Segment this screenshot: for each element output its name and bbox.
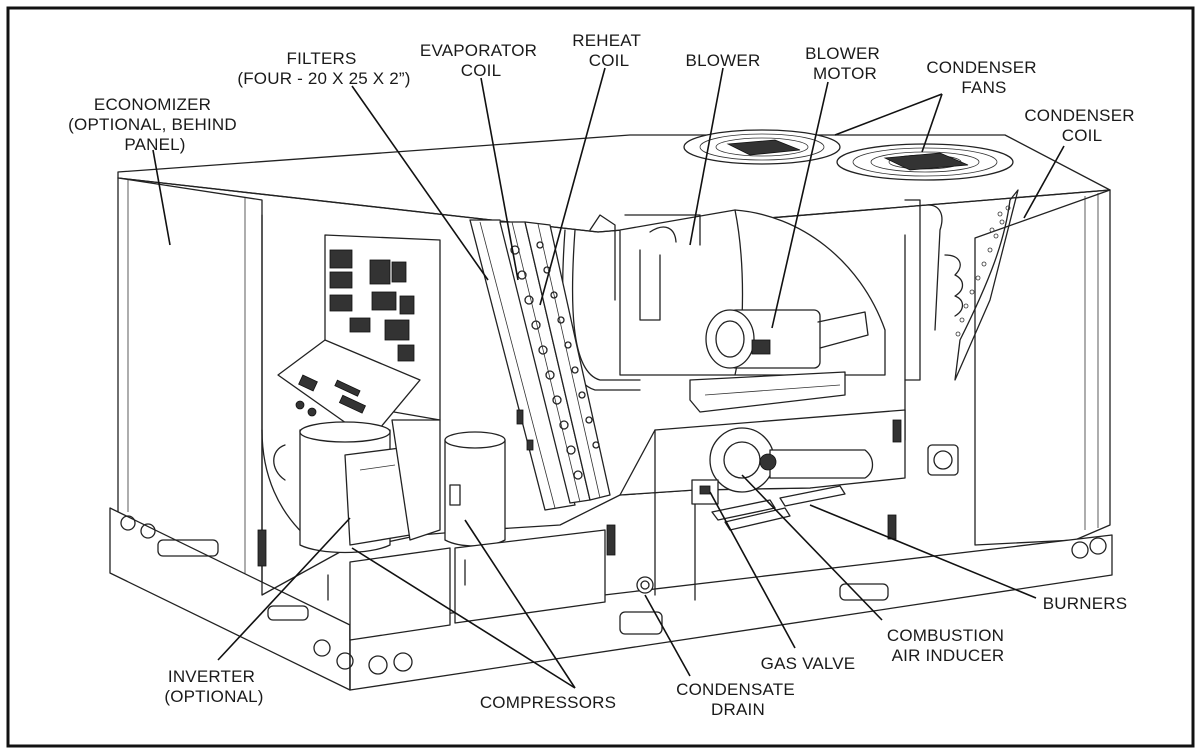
inverter-drawing xyxy=(344,419,441,546)
label-blower-motor: BLOWER MOTOR xyxy=(805,44,885,83)
leader-compressor-2 xyxy=(351,547,576,689)
label-evaporator-coil: EVAPORATOR COIL xyxy=(420,41,542,80)
label-inverter: INVERTER (OPTIONAL) xyxy=(164,667,263,706)
leader-blower xyxy=(689,67,724,246)
leader-condensate-drain xyxy=(644,594,691,677)
leader-evaporator-coil xyxy=(480,77,519,281)
label-filters: FILTERS (FOUR - 20 X 25 X 2”) xyxy=(237,49,410,88)
leader-condenser-fan-2 xyxy=(921,93,943,153)
leader-lines xyxy=(152,67,1065,689)
leader-compressor-1 xyxy=(464,519,576,689)
leader-burners xyxy=(809,504,1037,599)
label-economizer: ECONOMIZER (OPTIONAL, BEHIND PANEL) xyxy=(68,95,242,154)
label-gas-valve: GAS VALVE xyxy=(761,654,856,673)
unit-cabinet xyxy=(109,134,1113,691)
leader-combustion-air-inducer xyxy=(741,474,883,621)
callout-labels: ECONOMIZER (OPTIONAL, BEHIND PANEL) FILT… xyxy=(68,31,1139,719)
right-end-panel xyxy=(974,189,1111,546)
label-condenser-fans: CONDENSER FANS xyxy=(926,58,1041,97)
label-condensate-drain: CONDENSATE DRAIN xyxy=(676,680,800,719)
leader-condenser-fan-1 xyxy=(834,93,943,136)
label-combustion-air-inducer: COMBUSTION AIR INDUCER xyxy=(887,626,1009,665)
label-reheat-coil: REHEAT COIL xyxy=(572,31,646,70)
leader-gas-valve xyxy=(709,491,796,649)
label-condenser-coil: CONDENSER COIL xyxy=(1024,106,1139,145)
leader-condenser-coil xyxy=(1023,145,1065,219)
leader-filters xyxy=(351,85,489,281)
reheat-coil-face xyxy=(524,221,611,501)
label-burners: BURNERS xyxy=(1043,594,1128,613)
blower-drawing xyxy=(619,209,886,413)
diagram-border xyxy=(6,6,1195,748)
condenser-fans-drawing xyxy=(683,129,1014,181)
condenser-coil-drawing xyxy=(904,189,1019,381)
leader-economizer xyxy=(152,149,171,246)
coil-and-filter-assembly xyxy=(469,219,611,511)
leader-inverter xyxy=(217,517,351,661)
label-blower: BLOWER xyxy=(686,51,761,70)
access-panels xyxy=(257,419,902,641)
leader-blower-motor xyxy=(771,81,829,329)
label-compressors: COMPRESSORS xyxy=(480,693,616,712)
control-panel xyxy=(277,234,441,441)
heat-section xyxy=(619,409,959,601)
leader-reheat-coil xyxy=(539,67,606,306)
